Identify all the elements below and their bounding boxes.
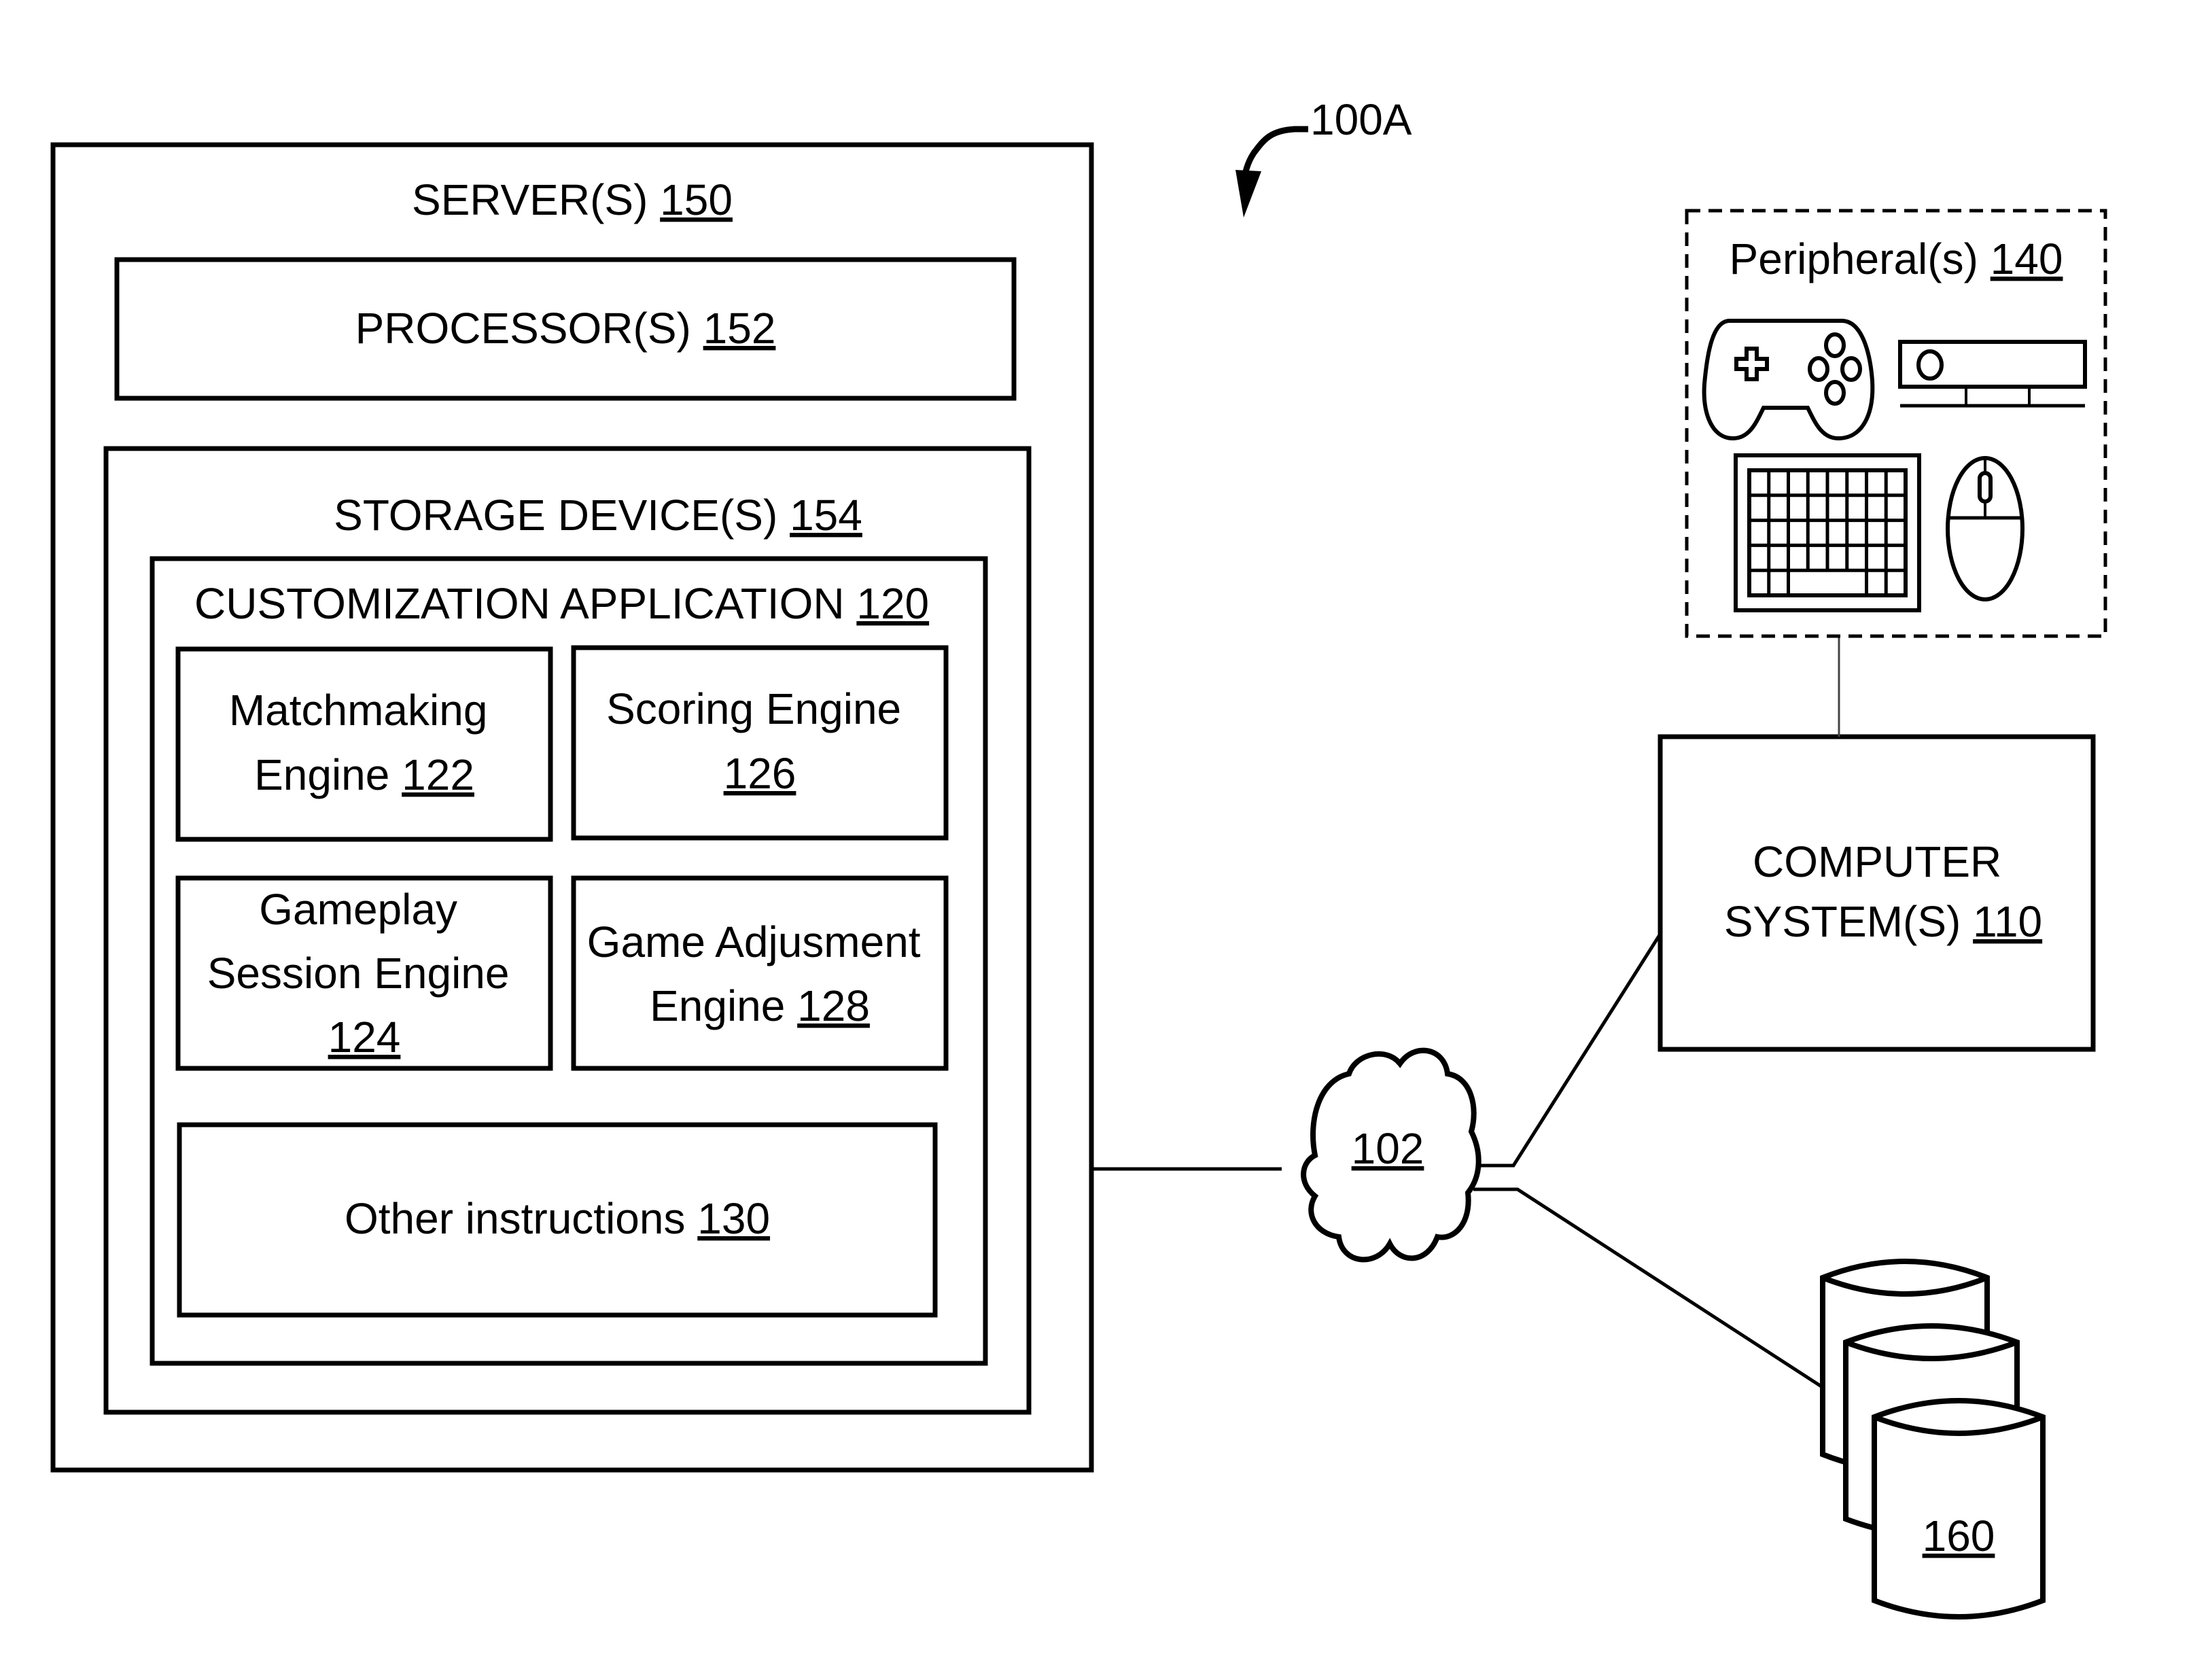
database-stack (1823, 1261, 2043, 1617)
game-adjustment-engine-box (574, 878, 946, 1068)
gameplay-session-engine-ref: 124 (328, 1013, 401, 1062)
network-computer-link (1476, 909, 1676, 1166)
peripherals-title: Peripheral(s) 140 (1730, 234, 2063, 283)
figure-arrowhead-icon (1235, 170, 1261, 217)
server-title: SERVER(S) 150 (412, 175, 733, 224)
mouse-icon (1948, 458, 2022, 599)
keyboard-icon (1736, 455, 1919, 610)
processor-ref: 152 (703, 304, 776, 353)
scoring-engine-box (574, 648, 946, 838)
other-instructions-label: Other instructions 130 (345, 1194, 770, 1243)
game-adjustment-engine-ref: 128 (797, 981, 870, 1030)
processor-title: PROCESSOR(S) 152 (355, 304, 776, 353)
network-database-link (1473, 1189, 1821, 1386)
database-ref: 160 (1923, 1511, 1995, 1560)
application-title: CUSTOMIZATION APPLICATION 120 (194, 579, 929, 628)
application-ref: 120 (856, 579, 929, 628)
computer-system-ref: 110 (1973, 897, 2042, 946)
scoring-engine-ref: 126 (724, 749, 796, 798)
network-cloud: 102 (1303, 1051, 1479, 1260)
other-instructions-ref: 130 (697, 1194, 770, 1243)
server-ref: 150 (660, 175, 733, 224)
matchmaking-engine-ref: 122 (402, 750, 474, 799)
storage-title: STORAGE DEVICE(S) 154 (334, 491, 862, 540)
figure-label-group: 100A (1235, 95, 1412, 217)
peripherals-ref: 140 (1991, 234, 2063, 283)
figure-label: 100A (1310, 95, 1412, 144)
storage-ref: 154 (790, 491, 862, 540)
matchmaking-engine-box (178, 649, 550, 839)
network-ref: 102 (1352, 1124, 1424, 1173)
computer-system-box (1660, 737, 2093, 1049)
